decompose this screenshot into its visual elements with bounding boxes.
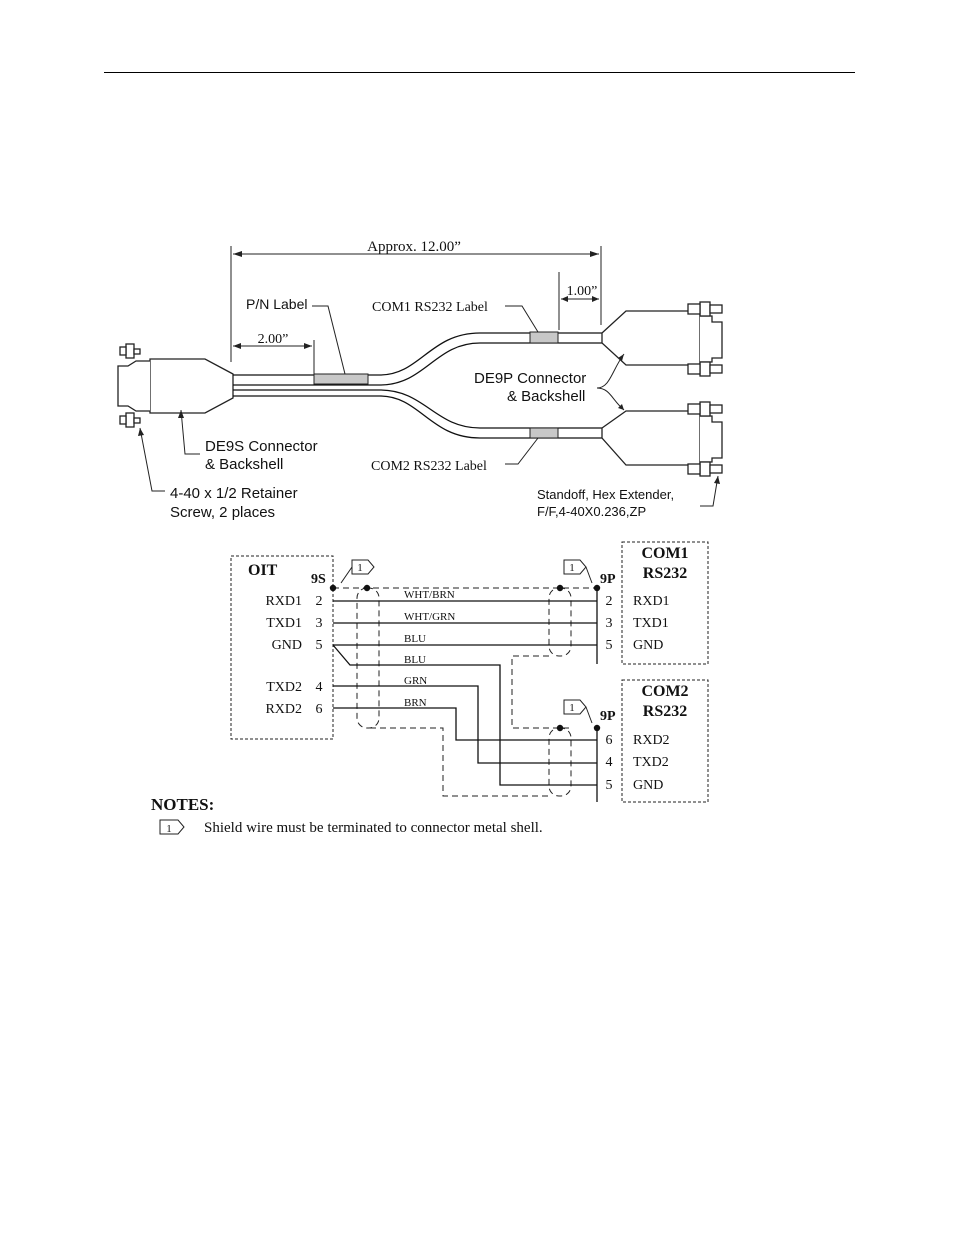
- wire-color-label: WHT/BRN: [404, 589, 455, 601]
- notes-flag-number: 1: [166, 823, 172, 835]
- flag-number: 1: [569, 562, 575, 574]
- dimension-pn-offset-label: 2.00”: [258, 332, 289, 347]
- oit-pin-name: RXD1: [265, 594, 302, 609]
- com1-title-line1: COM1: [641, 545, 688, 562]
- de9p-label-line1: DE9P Connector: [474, 370, 586, 387]
- oit-pin-num: 5: [316, 638, 323, 653]
- de9p-label-line2: & Backshell: [507, 388, 585, 405]
- com2-block: COM2 RS232 9P 6 RXD2 4 TXD2 5 GND: [600, 679, 709, 803]
- flag-callout-com2: 1: [563, 699, 593, 724]
- callout-retainer-screw: 4-40 x 1/2 Retainer Screw, 2 places: [138, 427, 298, 521]
- callout-de9p: DE9P Connector & Backshell: [474, 353, 625, 411]
- notes-text: Shield wire must be terminated to connec…: [204, 820, 543, 836]
- com2-pin-name: GND: [633, 778, 663, 793]
- oit-pin-name: TXD1: [266, 616, 302, 631]
- oit-pin-name: RXD2: [265, 702, 302, 717]
- wire-color-labels: WHT/BRN WHT/GRN BLU BLU GRN BRN: [404, 589, 455, 709]
- de9p-connector-com1: [601, 301, 723, 377]
- oit-pin-name: TXD2: [266, 680, 302, 695]
- com1-pin-num: 3: [606, 616, 613, 631]
- com1-connector: 9P: [600, 572, 616, 587]
- flag-callout-oit: 1: [340, 559, 375, 584]
- com1-block: COM1 RS232 9P 2 RXD1 3 TXD1 5 GND: [600, 541, 709, 665]
- wire-color-label: BLU: [404, 654, 426, 666]
- com2-label-tag: [529, 427, 559, 439]
- pn-label-text: P/N Label: [246, 296, 307, 312]
- flag-number: 1: [569, 702, 575, 714]
- dimension-overall: Approx. 12.00”: [230, 239, 602, 362]
- signal-wires: [332, 588, 598, 802]
- com1-label-text: COM1 RS232 Label: [372, 300, 488, 315]
- branch-cable-com1: [379, 331, 602, 386]
- oit-connector: 9S: [311, 572, 326, 587]
- wire-color-label: GRN: [404, 675, 427, 687]
- callout-pn-label: P/N Label: [246, 296, 346, 375]
- oit-pin-num: 6: [316, 702, 323, 717]
- oit-pin-num: 4: [316, 680, 323, 695]
- com2-title-line1: COM2: [641, 683, 688, 700]
- dimension-end-offset-label: 1.00”: [567, 284, 598, 299]
- com1-pin-num: 2: [606, 594, 613, 609]
- com1-label-tag: [529, 331, 559, 344]
- com1-pin-num: 5: [606, 638, 613, 653]
- oit-title: OIT: [248, 562, 278, 579]
- header-rule: [104, 72, 855, 73]
- dimension-overall-label: Approx. 12.00”: [367, 239, 461, 255]
- shield-lines: [329, 584, 601, 797]
- notes-heading: NOTES:: [151, 795, 214, 814]
- com2-pin-num: 6: [606, 733, 613, 748]
- callout-de9s: DE9S Connector & Backshell: [178, 409, 318, 473]
- wire-color-label: BRN: [404, 697, 427, 709]
- com2-connector: 9P: [600, 709, 616, 724]
- oit-pin-name: GND: [272, 638, 302, 653]
- de9s-label-line2: & Backshell: [205, 456, 283, 473]
- callout-com1-label: COM1 RS232 Label: [372, 300, 539, 333]
- com2-pin-num: 5: [606, 778, 613, 793]
- com2-pin-name: RXD2: [633, 733, 670, 748]
- dimension-end-offset: 1.00”: [558, 272, 599, 330]
- notes-section: NOTES: 1 Shield wire must be terminated …: [151, 795, 543, 836]
- standoff-label-line2: F/F,4-40X0.236,ZP: [537, 504, 646, 519]
- pn-label-tag: [313, 373, 369, 385]
- dimension-pn-offset: 2.00”: [233, 332, 315, 375]
- flag-callout-com1: 1: [563, 559, 593, 584]
- standoff-label-line1: Standoff, Hex Extender,: [537, 487, 674, 502]
- com2-label-text: COM2 RS232 Label: [371, 459, 487, 474]
- flag-number: 1: [357, 562, 363, 574]
- screw-label-line1: 4-40 x 1/2 Retainer: [170, 485, 298, 502]
- trunk-cable: [233, 373, 380, 397]
- com1-pin-name: RXD1: [633, 594, 670, 609]
- com2-title-line2: RS232: [643, 703, 687, 720]
- callout-com2-label: COM2 RS232 Label: [371, 437, 539, 474]
- callout-standoff: Standoff, Hex Extender, F/F,4-40X0.236,Z…: [537, 475, 720, 519]
- wire-color-label: BLU: [404, 633, 426, 645]
- com2-pin-num: 4: [606, 755, 613, 770]
- oit-pin-num: 2: [316, 594, 323, 609]
- com2-pin-name: TXD2: [633, 755, 669, 770]
- branch-cable-com2: [379, 389, 602, 439]
- de9p-connector-com2: [601, 401, 723, 477]
- wire-color-label: WHT/GRN: [404, 611, 455, 623]
- com1-pin-name: TXD1: [633, 616, 669, 631]
- screw-label-line2: Screw, 2 places: [170, 504, 275, 521]
- com1-title-line2: RS232: [643, 565, 687, 582]
- de9s-label-line1: DE9S Connector: [205, 438, 318, 455]
- oit-block: OIT 9S RXD1 2 TXD1 3 GND 5 TXD2 4 RXD2 6: [230, 555, 334, 740]
- de9s-connector: [117, 343, 234, 428]
- com1-pin-name: GND: [633, 638, 663, 653]
- oit-pin-num: 3: [316, 616, 323, 631]
